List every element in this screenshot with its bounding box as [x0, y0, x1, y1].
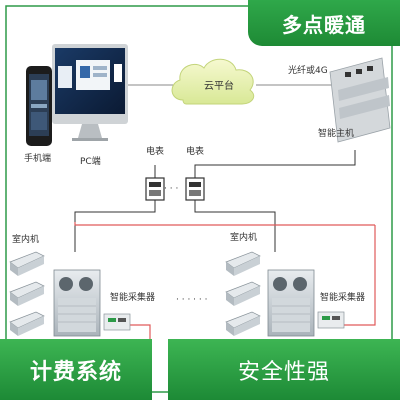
pc-label: PC端 [80, 157, 101, 167]
indoor-unit [9, 281, 45, 306]
indoor-units-right [225, 251, 261, 336]
meter-right [185, 177, 205, 201]
phone-device [26, 66, 52, 146]
row-dots: · · · · · · [176, 295, 208, 305]
security-banner: 安全性强 [168, 339, 400, 400]
meter-dots: · · · [164, 184, 179, 194]
brand-banner: 多点暖通 [248, 0, 400, 46]
outdoor-unit-left [53, 269, 101, 337]
indoor-left-label: 室内机 [12, 235, 40, 245]
red-wires [74, 222, 376, 345]
collector-left-label: 智能采集器 [110, 293, 156, 303]
meter-right-label: 电表 [186, 147, 205, 157]
wiring [74, 84, 356, 252]
indoor-units-left [9, 251, 45, 336]
indoor-unit [225, 311, 261, 336]
billing-system-banner: 计费系统 [0, 339, 152, 400]
cloud-label: 云平台 [204, 81, 234, 92]
indoor-unit [225, 251, 261, 276]
phone-label: 手机端 [24, 154, 52, 164]
host-device [329, 57, 391, 143]
outdoor-unit-right [267, 269, 315, 337]
indoor-unit [225, 281, 261, 306]
meter-left [145, 177, 165, 201]
pc-device [52, 44, 128, 141]
link-label: 光纤或4G [288, 66, 328, 76]
collector-left [103, 313, 131, 331]
collector-right [317, 311, 345, 329]
cloud-shape [171, 58, 255, 105]
indoor-unit [9, 311, 45, 336]
indoor-right-label: 室内机 [230, 233, 258, 243]
collector-right-label: 智能采集器 [320, 293, 366, 303]
meter-left-label: 电表 [146, 147, 165, 157]
indoor-unit [9, 251, 45, 276]
host-label: 智能主机 [318, 129, 355, 139]
